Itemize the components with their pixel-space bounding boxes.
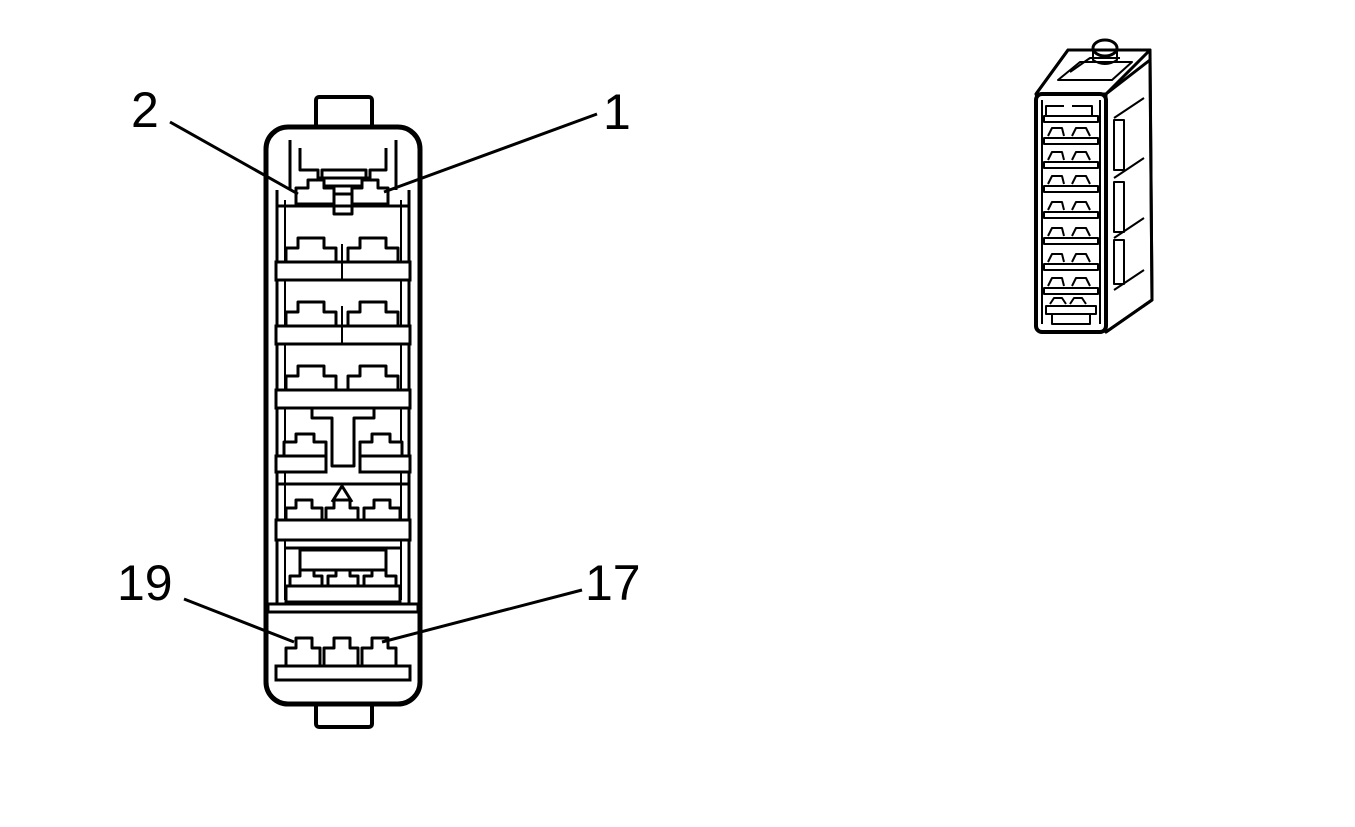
pin-row-3 <box>274 300 412 346</box>
pin-row-bottom <box>274 636 412 682</box>
leader-pin-19 <box>183 597 295 644</box>
pin-row-5 <box>274 432 412 486</box>
leader-pin-2 <box>169 120 299 196</box>
label-pin-2: 2 <box>131 82 159 138</box>
label-pin-17: 17 <box>585 555 641 611</box>
pin-labels: 2 1 19 17 <box>117 82 641 644</box>
leader-pin-17 <box>381 588 583 644</box>
pin-row-top <box>277 178 409 216</box>
connector-front-view <box>263 95 423 729</box>
pin-row-7 <box>284 568 402 604</box>
pin-row-4 <box>274 364 412 410</box>
connector-isometric-view <box>1034 38 1154 334</box>
label-pin-1: 1 <box>603 84 631 140</box>
pin-row-6 <box>274 498 412 542</box>
pin-row-2 <box>274 236 412 282</box>
iso-terminal-rows <box>1043 105 1099 325</box>
leader-pin-1 <box>383 112 598 194</box>
label-pin-19: 19 <box>117 555 173 611</box>
top-latch-tab <box>314 95 374 131</box>
